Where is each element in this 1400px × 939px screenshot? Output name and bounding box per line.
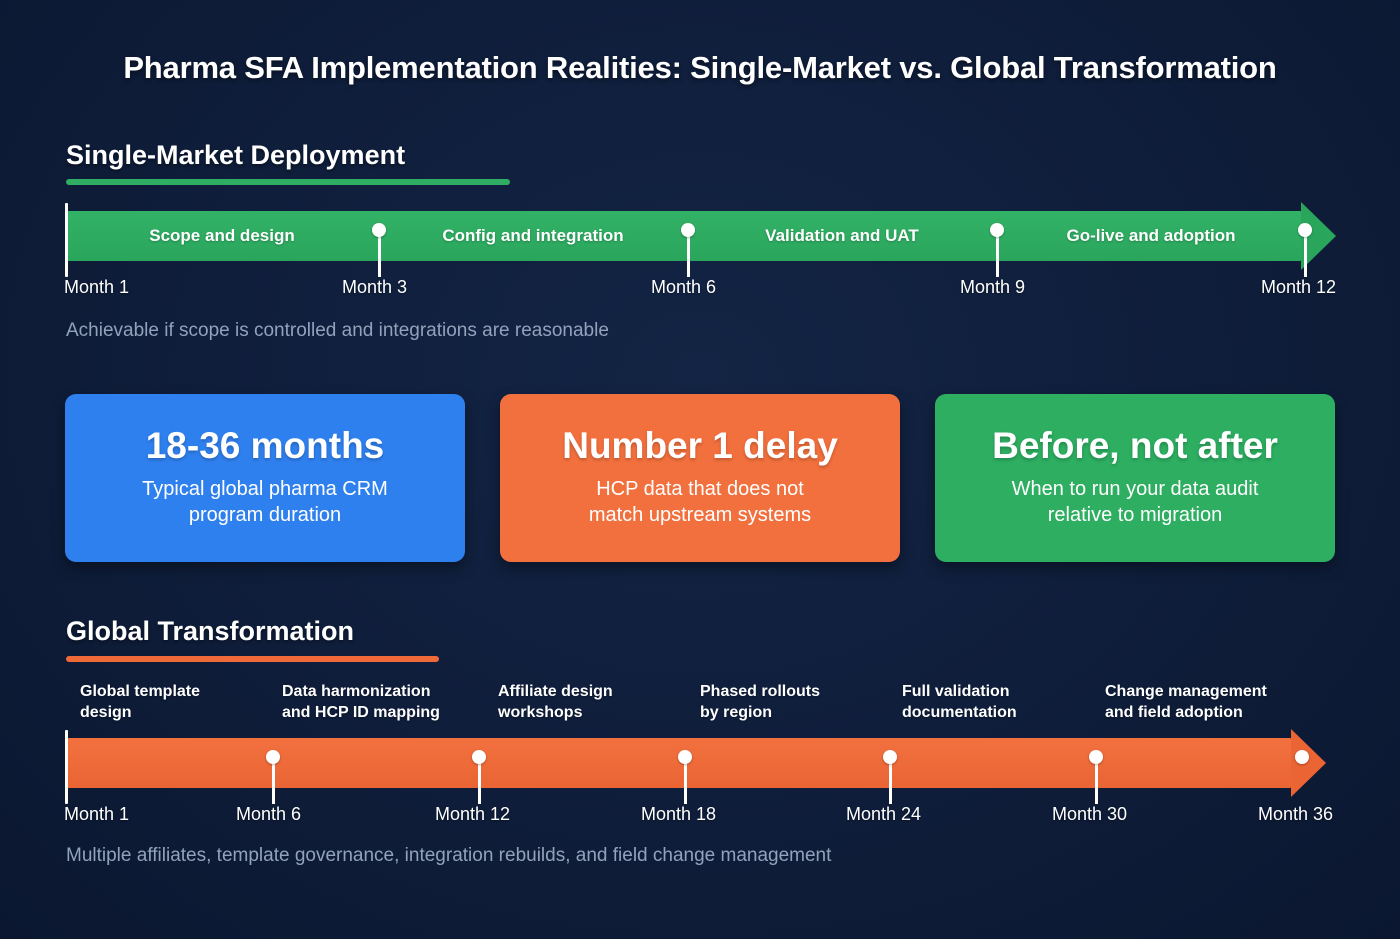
page-title: Pharma SFA Implementation Realities: Sin… xyxy=(123,50,1277,85)
timeline-step-label: Change management and field adoption xyxy=(1105,683,1267,722)
milestone-caption: Month 24 xyxy=(846,804,922,824)
milestone-dot-icon xyxy=(1295,750,1309,764)
timeline-phase-label: Validation and UAT xyxy=(765,226,919,245)
milestone-dot-icon xyxy=(990,223,1004,237)
note-single-market: Achievable if scope is controlled and in… xyxy=(66,320,609,341)
milestone-dot-icon xyxy=(883,750,897,764)
timeline-global-transformation: Global template design Data harmonizatio… xyxy=(64,683,1346,848)
stat-card-description: Typical global pharma CRM program durati… xyxy=(142,477,388,527)
timeline-step-label: Data harmonization and HCP ID mapping xyxy=(282,683,440,722)
timeline-step-label: Phased rollouts by region xyxy=(700,683,821,722)
timeline-step-label: Full validation documentation xyxy=(902,683,1017,722)
milestone-caption: Month 1 xyxy=(64,277,130,297)
milestone-caption: Month 6 xyxy=(651,277,717,297)
stat-card-value: 18-36 months xyxy=(145,424,385,466)
section-accent-rule-global-transformation xyxy=(66,656,439,662)
milestone-caption: Month 12 xyxy=(435,804,511,824)
timeline-phase-label: Go-live and adoption xyxy=(1066,226,1236,245)
milestone-dot-icon xyxy=(1089,750,1103,764)
milestone-start-tick xyxy=(65,203,68,277)
timeline-step-label: Global template design xyxy=(80,683,201,722)
milestone-caption: Month 18 xyxy=(641,804,717,824)
note-global-transformation: Multiple affiliates, template governance… xyxy=(66,845,832,866)
timeline-bar-body xyxy=(66,738,1291,788)
milestone-stem xyxy=(996,229,999,277)
milestone-dot-icon xyxy=(266,750,280,764)
milestone-start-tick xyxy=(65,730,68,804)
milestone-stem xyxy=(889,756,892,804)
milestone-caption: Month 36 xyxy=(1258,804,1334,824)
section-heading-single-market: Single-Market Deployment xyxy=(66,140,406,170)
stat-card-description: When to run your data audit relative to … xyxy=(1011,477,1259,527)
timeline-arrow-head-icon xyxy=(1291,729,1326,797)
milestone-caption: Month 6 xyxy=(236,804,302,824)
milestone-stem xyxy=(272,756,275,804)
milestone-caption: Month 12 xyxy=(1261,277,1337,297)
stat-card-duration[interactable]: 18-36 months Typical global pharma CRM p… xyxy=(65,394,465,562)
milestone-stem xyxy=(684,756,687,804)
milestone-stem xyxy=(378,229,381,277)
milestone-dot-icon xyxy=(472,750,486,764)
section-accent-rule-single-market xyxy=(66,179,510,185)
timeline-phase-label: Config and integration xyxy=(442,226,624,245)
stat-card-value: Before, not after xyxy=(992,424,1278,466)
milestone-dot-icon xyxy=(372,223,386,237)
timeline-step-label: Affiliate design workshops xyxy=(498,683,613,722)
stat-card-audit-timing[interactable]: Before, not after When to run your data … xyxy=(935,394,1335,562)
milestone-dot-icon xyxy=(678,750,692,764)
milestone-stem xyxy=(478,756,481,804)
section-heading-global-transformation: Global Transformation xyxy=(66,616,355,646)
stat-card-value: Number 1 delay xyxy=(562,424,838,466)
milestone-caption: Month 3 xyxy=(342,277,408,297)
milestone-dot-icon xyxy=(1298,223,1312,237)
timeline-single-market: Scope and design Config and integration … xyxy=(64,202,1346,321)
milestone-caption: Month 9 xyxy=(960,277,1026,297)
milestone-stem xyxy=(687,229,690,277)
timeline-phase-label: Scope and design xyxy=(149,226,295,245)
milestone-stem xyxy=(1095,756,1098,804)
milestone-caption: Month 1 xyxy=(64,804,130,824)
milestone-caption: Month 30 xyxy=(1052,804,1128,824)
milestone-dot-icon xyxy=(681,223,695,237)
stat-card-description: HCP data that does not match upstream sy… xyxy=(588,477,812,527)
stat-card-delay[interactable]: Number 1 delay HCP data that does not ma… xyxy=(500,394,900,562)
milestone-stem xyxy=(1304,229,1307,277)
